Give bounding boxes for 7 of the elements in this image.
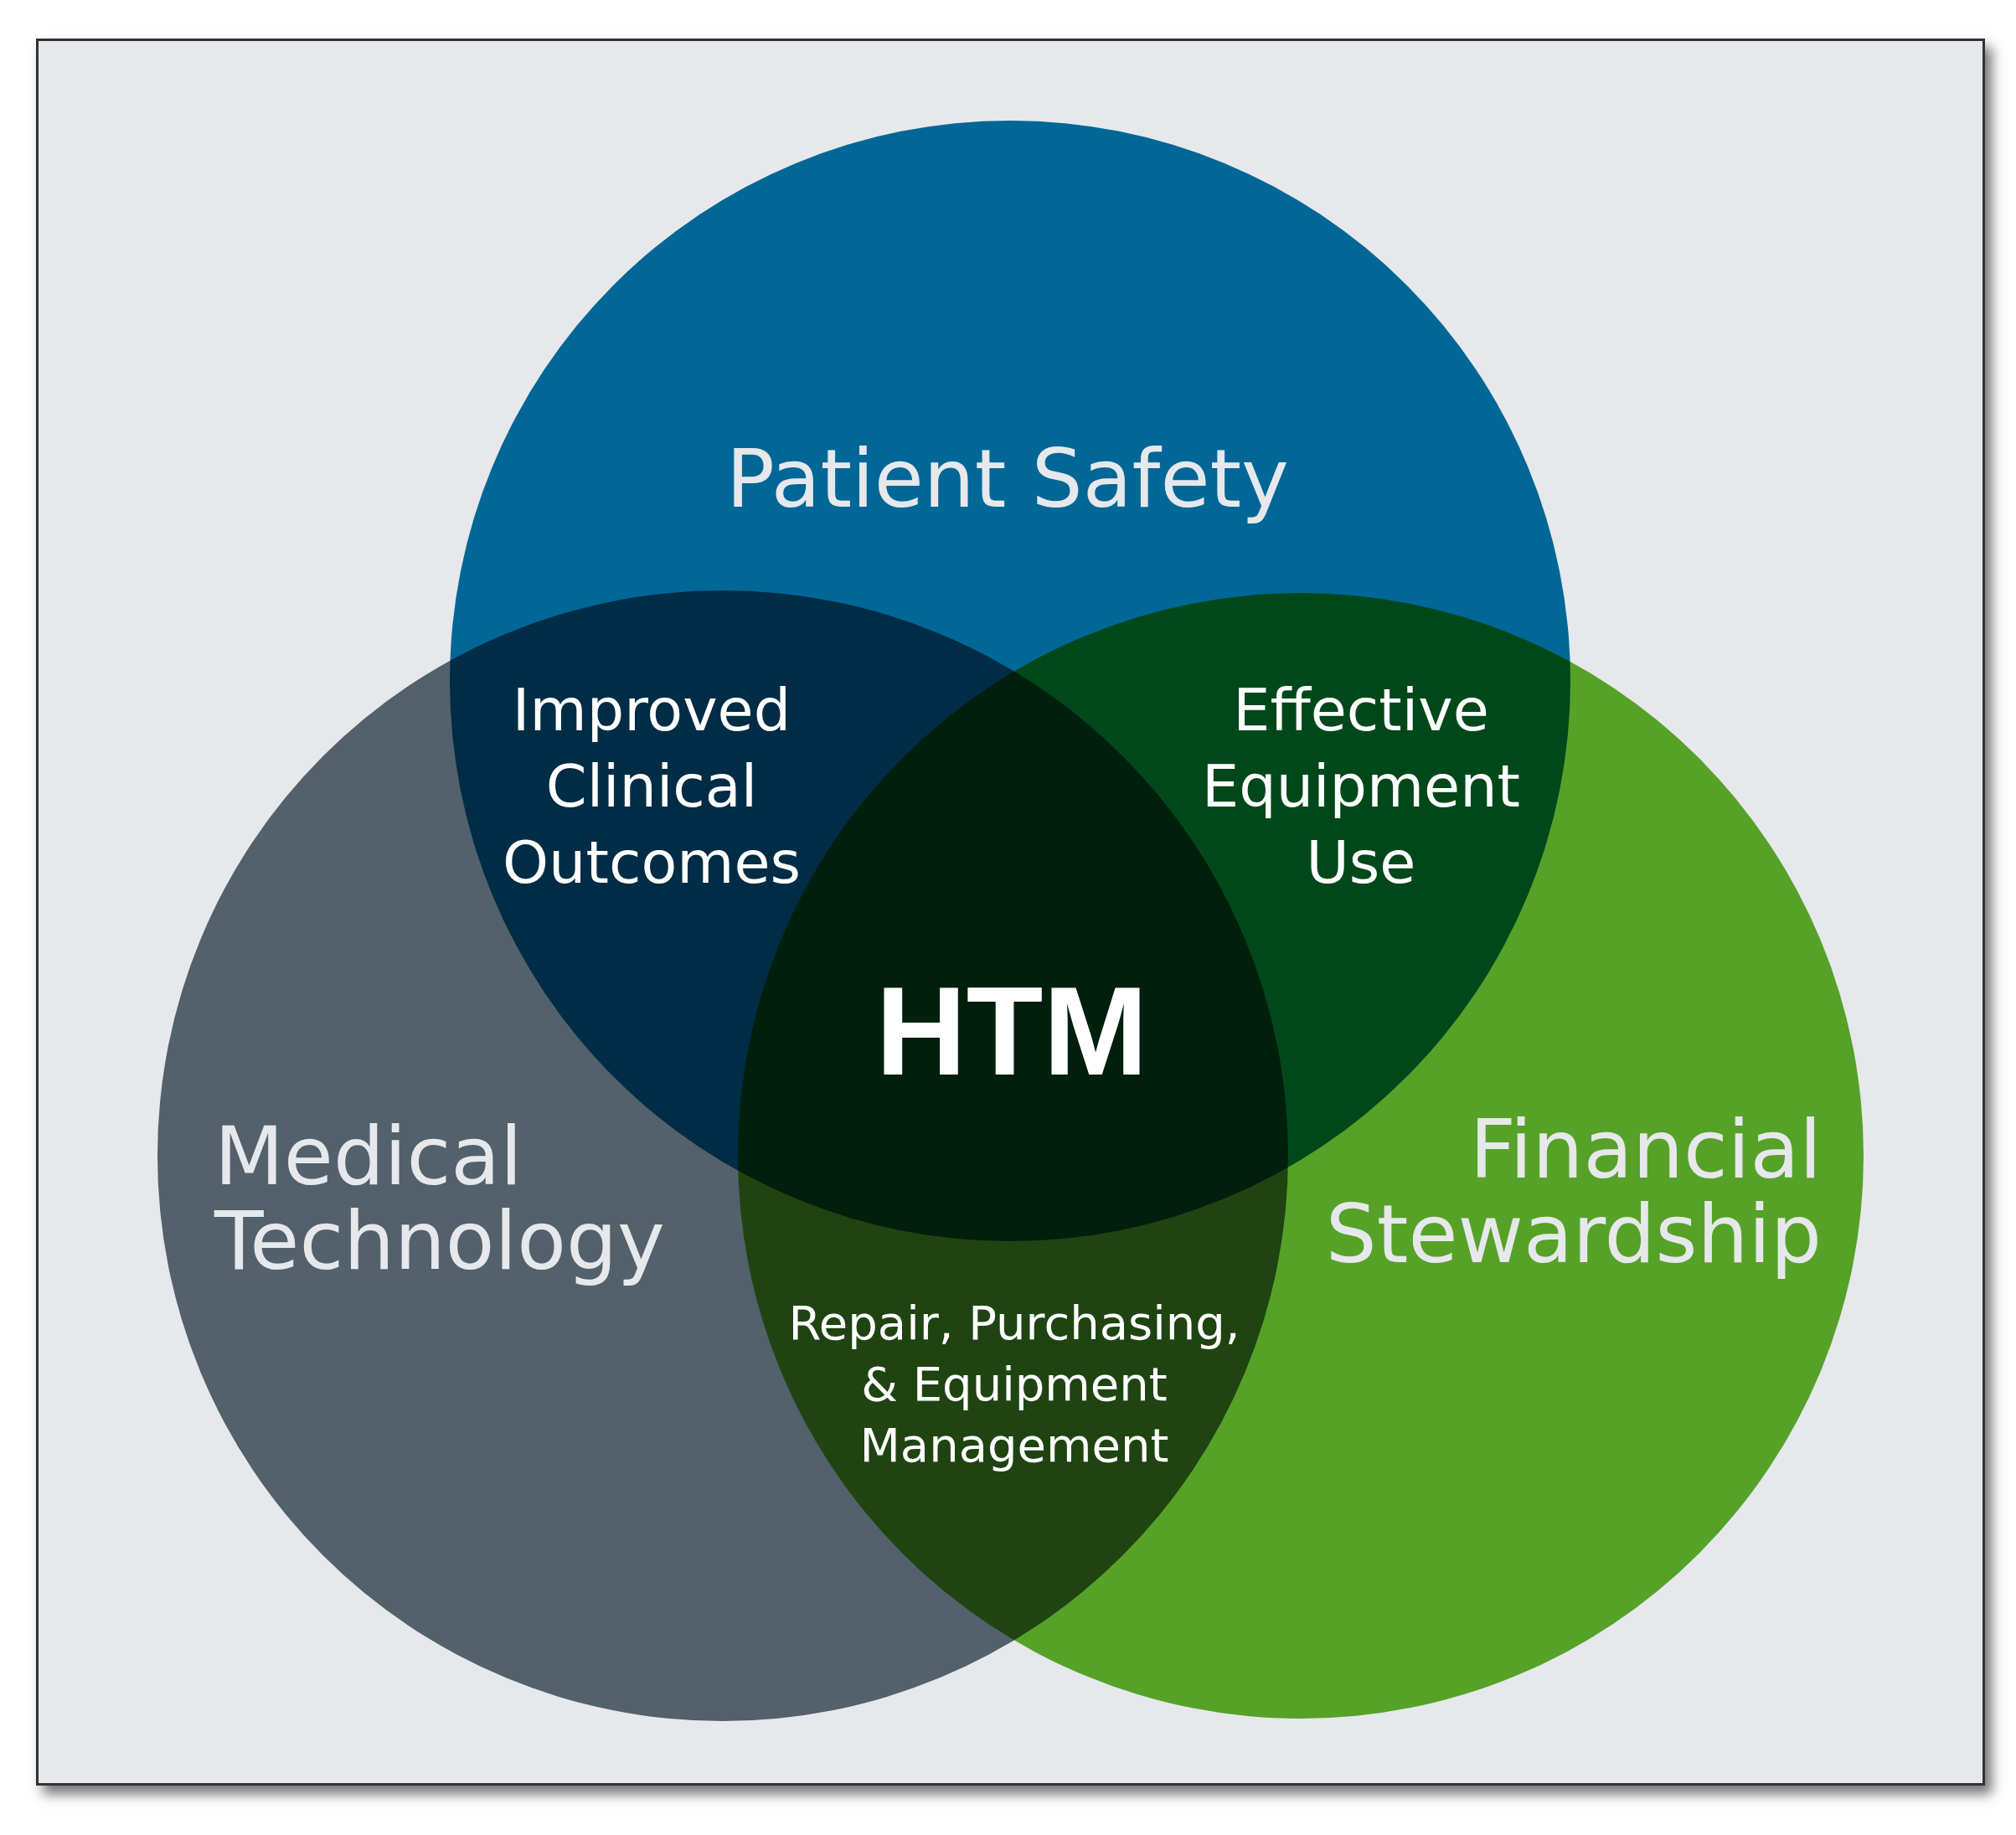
center-label: HTM bbox=[874, 959, 1149, 1103]
circle-title: Financial Stewardship bbox=[1324, 1108, 1822, 1277]
overlap-label: Improved Clinical Outcomes bbox=[502, 674, 802, 899]
circle-title: Patient Safety bbox=[725, 437, 1290, 522]
overlap-label: Repair, Purchasing, & Equipment Management bbox=[787, 1294, 1241, 1474]
circle-title: Medical Technology bbox=[214, 1115, 666, 1284]
overlap-label: Effective Equipment Use bbox=[1201, 674, 1521, 899]
